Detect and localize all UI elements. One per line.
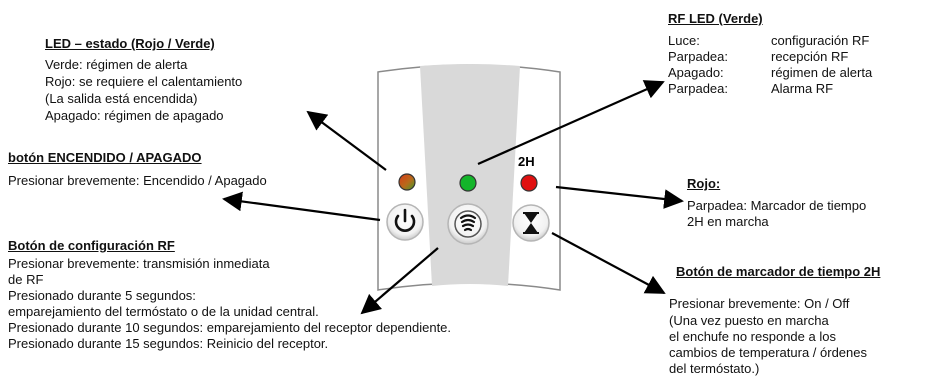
arrow-boton-marcador [551, 232, 666, 294]
led-estado-title: LED – estado (Rojo / Verde) [45, 36, 215, 51]
led-timer-light [520, 174, 538, 192]
boton-marcador-line: (Una vez puesto en marcha [669, 313, 829, 328]
boton-encendido-line: Presionar brevemente: Encendido / Apagad… [8, 173, 267, 188]
led-status-light [398, 173, 416, 191]
arrow-rf-led [477, 80, 665, 166]
timer-button [512, 204, 550, 242]
led-estado-line: Rojo: se requiere el calentamiento [45, 74, 243, 89]
led-estado-line: Verde: régimen de alerta [45, 57, 188, 72]
boton-rf-line: Presionado durante 15 segundos: Reinicio… [8, 336, 329, 351]
rf-led-key: Parpadea: [668, 49, 728, 64]
rf-led-value: recepción RF [771, 49, 849, 64]
boton-rf-line: emparejamiento del termóstato o de la un… [8, 304, 319, 319]
boton-rf-line: Presionado durante 5 segundos: [8, 288, 196, 303]
boton-rf-line: Presionado durante 10 segundos: empareja… [8, 320, 452, 335]
boton-marcador-title: Botón de marcador de tiempo 2H [676, 264, 881, 279]
boton-marcador-line: Presionar brevemente: On / Off [669, 296, 850, 311]
rf-config-button [447, 203, 489, 245]
rf-led-value: régimen de alerta [771, 65, 873, 80]
arrow-boton-encendido [222, 191, 381, 222]
rojo-line: Parpadea: Marcador de tiempo [687, 198, 867, 213]
boton-rf-line: Presionar brevemente: transmisión inmedi… [8, 256, 270, 271]
timer-2h-label: 2H [518, 154, 535, 169]
rf-led-value: Alarma RF [771, 81, 834, 96]
boton-rf-line: de RF [8, 272, 44, 287]
power-icon [394, 208, 416, 232]
power-button [386, 203, 424, 241]
rojo-line: 2H en marcha [687, 214, 769, 229]
boton-rf-title: Botón de configuración RF [8, 238, 175, 253]
rf-led-key: Luce: [668, 33, 700, 48]
boton-marcador-line: el enchufe no responde a los [669, 329, 836, 344]
rojo-title: Rojo: [687, 176, 721, 191]
rf-led-title: RF LED (Verde) [668, 11, 763, 26]
rf-led-key: Apagado: [668, 65, 724, 80]
hourglass-icon [523, 212, 539, 234]
wifi-icon [459, 214, 477, 232]
rf-led-key: Parpadea: [668, 81, 728, 96]
boton-marcador-line: del termóstato.) [669, 361, 760, 376]
rf-led-value: configuración RF [771, 33, 870, 48]
led-estado-line: Apagado: régimen de apagado [45, 108, 224, 123]
arrow-led-estado [306, 110, 387, 171]
arrow-rojo [555, 185, 684, 209]
arrow-boton-rf [360, 247, 439, 315]
boton-encendido-title: botón ENCENDIDO / APAGADO [8, 150, 202, 165]
led-rf-light [459, 174, 477, 192]
led-estado-line: (La salida está encendida) [45, 91, 198, 106]
boton-marcador-line: cambios de temperatura / órdenes [669, 345, 867, 360]
